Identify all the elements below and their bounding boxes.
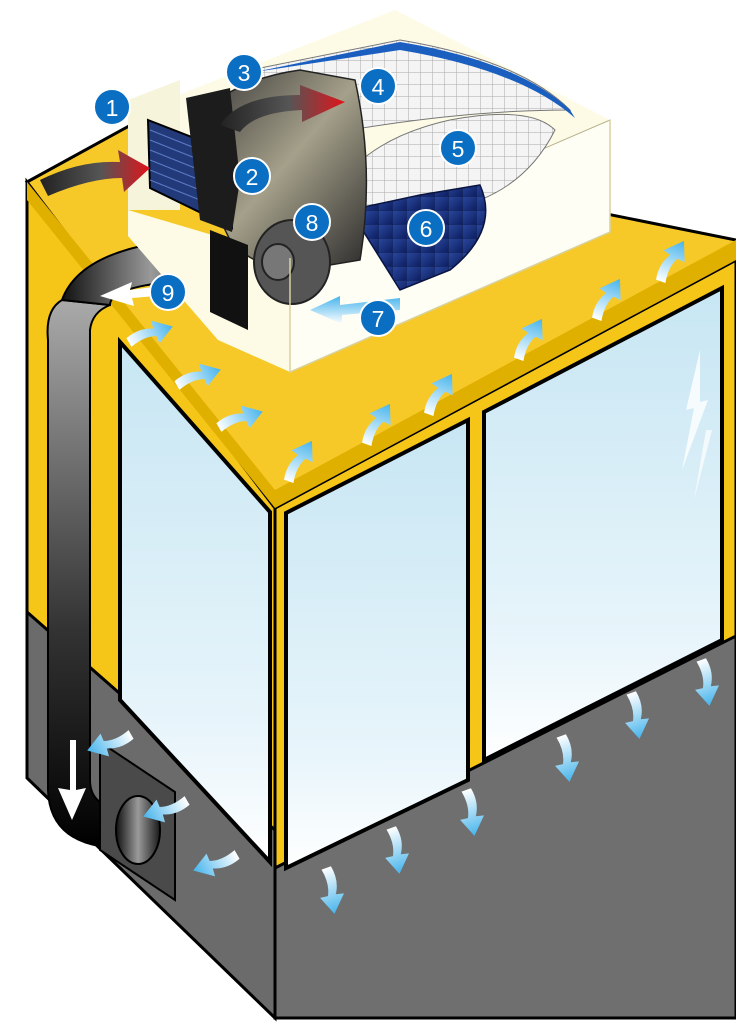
blower-hub	[261, 243, 295, 281]
badge-5: 5	[439, 129, 477, 167]
badge-7-label: 7	[372, 306, 385, 332]
badge-3-label: 3	[238, 60, 251, 86]
cabin-roof-edge-front	[275, 240, 736, 508]
number-badges: 1 2 3 4 5 6 7 8	[93, 53, 477, 337]
badge-6-label: 6	[420, 216, 433, 242]
badge-2-label: 2	[246, 164, 259, 190]
window-front-left	[284, 416, 470, 872]
windows	[118, 284, 724, 872]
cabin-front-face-lower	[273, 634, 736, 1020]
dark-arrow-icon	[58, 740, 86, 820]
badge-4: 4	[359, 67, 397, 105]
badge-4-label: 4	[372, 74, 385, 100]
glass-glare-2	[694, 430, 712, 500]
badge-8-label: 8	[306, 210, 319, 236]
window-front-right	[482, 284, 724, 764]
red-arrow-icon	[40, 150, 150, 196]
glass-glare	[682, 350, 708, 470]
bottom-block	[210, 230, 248, 330]
air-arrows-hot	[40, 85, 345, 196]
badge-2: 2	[233, 157, 271, 195]
red-arrow-icon	[220, 85, 345, 132]
badge-7: 7	[359, 299, 397, 337]
window-left	[118, 336, 272, 868]
badge-5-label: 5	[452, 136, 465, 162]
unit-outline	[289, 120, 611, 374]
badge-6: 6	[407, 209, 445, 247]
badge-9: 9	[149, 273, 187, 311]
cabin-roof-edge-left	[27, 182, 275, 508]
badge-1: 1	[93, 88, 131, 126]
badge-9-label: 9	[162, 280, 175, 306]
badge-8: 8	[293, 203, 331, 241]
badge-3: 3	[225, 53, 263, 91]
badge-1-label: 1	[106, 95, 119, 121]
